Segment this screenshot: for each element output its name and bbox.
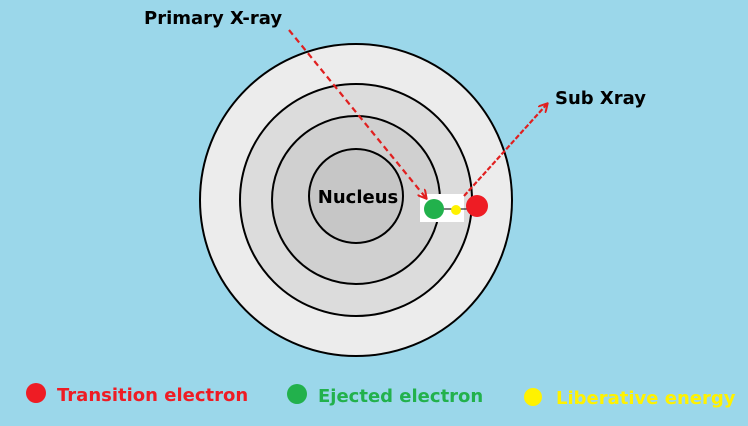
legend-transition-dot <box>26 383 46 403</box>
nucleus <box>308 148 404 244</box>
legend: Transition electron Ejected electron Lib… <box>26 383 736 409</box>
legend-liberative-label: Liberative energy <box>556 388 736 409</box>
legend-liberative-dot <box>524 388 542 406</box>
legend-ejected-label: Ejected electron <box>318 386 483 407</box>
transition-electron <box>466 195 488 217</box>
legend-transition-label: Transition electron <box>57 385 248 406</box>
liberative-energy-dot <box>451 205 461 215</box>
nucleus-label: Nucleus <box>318 187 398 208</box>
primary-xray-arrow <box>288 29 426 198</box>
ejected-electron <box>424 199 444 219</box>
legend-ejected-dot <box>287 384 307 404</box>
sub-xray-label: Sub Xray <box>555 88 646 109</box>
primary-xray-label: Primary X-ray <box>144 8 282 29</box>
